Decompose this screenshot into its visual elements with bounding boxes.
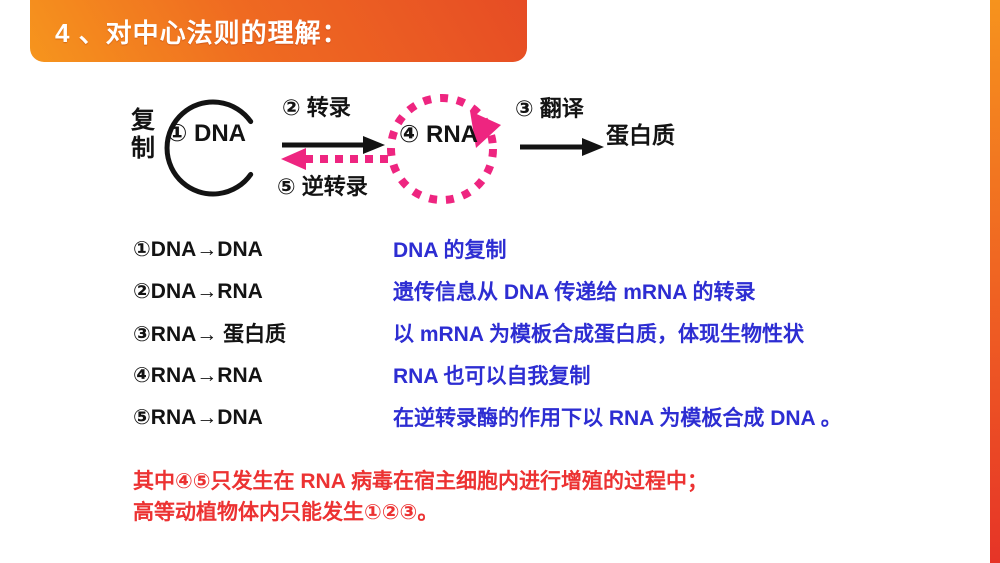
pathway-route: ④RNA→RNA bbox=[133, 363, 263, 387]
title-bar: 4 、对中心法则的理解： bbox=[30, 0, 527, 62]
right-edge-accent bbox=[990, 0, 1000, 563]
reverse-transcription-arrow-head bbox=[281, 148, 306, 170]
pathway-row-4: ④RNA→RNA RNA 也可以自我复制 bbox=[133, 354, 842, 396]
pathway-description: DNA 的复制 bbox=[393, 239, 507, 262]
pathway-row-1: ①DNA→DNA DNA 的复制 bbox=[133, 228, 842, 270]
pathway-route: ⑤RNA→DNA bbox=[133, 405, 263, 429]
transcription-label: ② 转录 bbox=[282, 95, 351, 120]
replication-label: 复制 bbox=[131, 107, 155, 162]
pathway-route: ②DNA→RNA bbox=[133, 279, 263, 303]
pathway-description: 在逆转录酶的作用下以 RNA 为模板合成 DNA 。 bbox=[393, 407, 842, 430]
pathway-row-3: ③RNA→ 蛋白质 以 mRNA 为模板合成蛋白质，体现生物性状 bbox=[133, 312, 842, 354]
note-block: 其中④⑤只发生在 RNA 病毒在宿主细胞内进行增殖的过程中； 高等动植物体内只能… bbox=[133, 466, 708, 528]
pathway-description: RNA 也可以自我复制 bbox=[393, 365, 591, 388]
protein-node-label: 蛋白质 bbox=[606, 122, 675, 148]
dna-node-label: ① DNA bbox=[167, 120, 246, 147]
pathway-description: 遗传信息从 DNA 传递给 mRNA 的转录 bbox=[393, 281, 756, 304]
pathway-route: ①DNA→DNA bbox=[133, 237, 263, 261]
dna-replication-cycle-arc bbox=[164, 99, 254, 197]
pathway-row-5: ⑤RNA→DNA 在逆转录酶的作用下以 RNA 为模板合成 DNA 。 bbox=[133, 396, 842, 438]
pathway-row-2: ②DNA→RNA 遗传信息从 DNA 传递给 mRNA 的转录 bbox=[133, 270, 842, 312]
note-line-2: 高等动植物体内只能发生①②③。 bbox=[133, 501, 439, 524]
central-dogma-diagram: 复制 ① DNA ② 转录 ⑤ 逆转录 ④ RNA ③ 翻译 蛋白质 bbox=[120, 85, 690, 215]
pathway-list: ①DNA→DNA DNA 的复制 ②DNA→RNA 遗传信息从 DNA 传递给 … bbox=[133, 228, 842, 438]
page-title: 4 、对中心法则的理解： bbox=[55, 17, 349, 48]
transcription-arrow-head bbox=[363, 136, 385, 154]
rna-replication-cycle-circle bbox=[387, 94, 497, 204]
rna-replication-arrow-head bbox=[470, 111, 501, 148]
translation-label: ③ 翻译 bbox=[515, 96, 584, 121]
reverse-transcription-label: ⑤ 逆转录 bbox=[277, 174, 368, 199]
pathway-route: ③RNA→ 蛋白质 bbox=[133, 323, 287, 346]
translation-arrow-head bbox=[582, 138, 604, 156]
diagram-shapes bbox=[164, 94, 604, 204]
note-line-1: 其中④⑤只发生在 RNA 病毒在宿主细胞内进行增殖的过程中； bbox=[133, 470, 708, 493]
rna-node-label: ④ RNA bbox=[399, 121, 478, 148]
pathway-description: 以 mRNA 为模板合成蛋白质，体现生物性状 bbox=[393, 323, 805, 346]
